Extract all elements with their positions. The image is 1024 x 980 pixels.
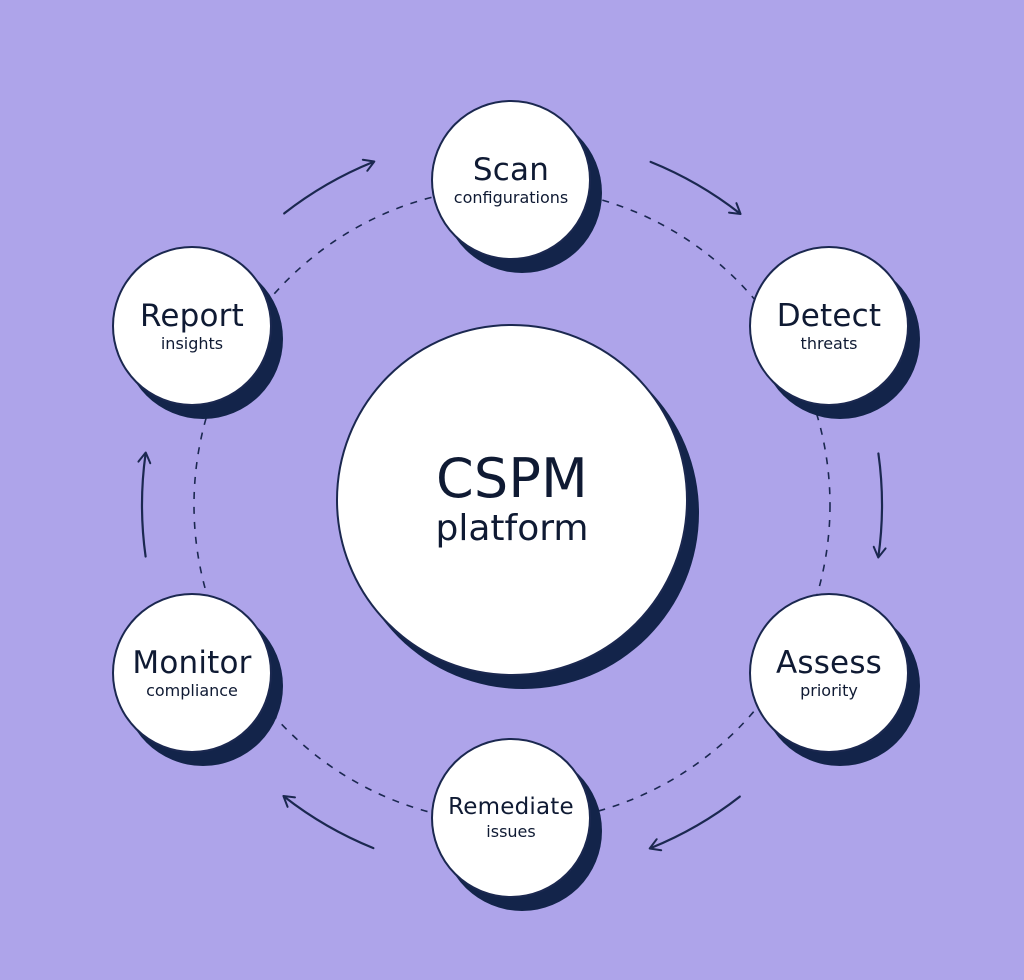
step-title-scan: Scan [472, 151, 550, 188]
center-node: CSPM platform [336, 324, 688, 676]
step-title-monitor: Monitor [132, 644, 252, 681]
step-title-assess: Assess [775, 644, 883, 681]
arrow-monitor-to-report-icon [137, 451, 152, 558]
step-subtitle-report: insights [160, 333, 224, 353]
center-subtitle: platform [435, 508, 589, 549]
flow-arrows [137, 158, 887, 852]
arrow-assess-to-remediate-icon [648, 795, 741, 852]
step-node-report: Report insights [112, 246, 272, 406]
step-subtitle-detect: threats [800, 333, 858, 353]
arrow-detect-to-assess-icon [872, 452, 887, 559]
arrow-scan-to-detect-icon [649, 160, 742, 216]
step-title-remediate: Remediate [448, 794, 574, 820]
step-title-report: Report [140, 297, 244, 334]
step-node-scan: Scan configurations [431, 100, 591, 260]
step-subtitle-assess: priority [800, 680, 858, 700]
step-subtitle-scan: configurations [453, 187, 569, 207]
step-node-detect: Detect threats [749, 246, 909, 406]
step-node-remediate: Remediate issues [431, 738, 591, 898]
step-node-monitor: Monitor compliance [112, 593, 272, 753]
arrow-report-to-scan-icon [283, 158, 376, 215]
step-subtitle-monitor: compliance [146, 680, 238, 700]
step-title-detect: Detect [776, 297, 882, 334]
center-title: CSPM [436, 447, 588, 510]
step-node-assess: Assess priority [749, 593, 909, 753]
arrow-remediate-to-monitor-icon [282, 794, 375, 850]
step-subtitle-remediate: issues [486, 822, 536, 841]
